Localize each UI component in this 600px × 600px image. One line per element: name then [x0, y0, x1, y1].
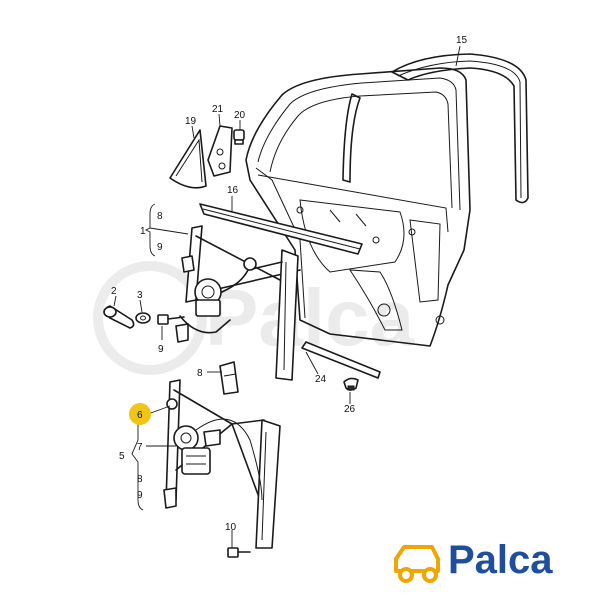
- clip-26: [343, 377, 359, 391]
- callout-9-lower: 9: [137, 490, 143, 501]
- callout-20: 20: [234, 110, 246, 121]
- callout-2: 2: [111, 286, 117, 297]
- mirror-panel-19: [169, 129, 207, 189]
- window-regulator-1: [175, 225, 301, 381]
- clip-8-middle: [219, 361, 239, 395]
- callout-19: 19: [185, 116, 197, 127]
- crank-handle-2: [103, 305, 135, 329]
- callout-10: 10: [225, 522, 237, 533]
- door-shell: [245, 67, 471, 347]
- callout-7: 7: [137, 442, 143, 453]
- bolt-10: [227, 547, 251, 558]
- window-strip-16: [199, 203, 363, 255]
- callout-9-upper: 9: [157, 242, 163, 253]
- callout-16: 16: [227, 185, 239, 196]
- callout-26: 26: [344, 404, 356, 415]
- callout-15: 15: [456, 35, 468, 46]
- brand-name: Palca: [448, 538, 553, 582]
- callout-21: 21: [212, 104, 224, 115]
- callout-highlight: [129, 403, 151, 425]
- callout-8-middle: 8: [197, 368, 203, 379]
- callout-numbers: 15 16 19 21 20 8 1 9 2 3 9 8 24 26 6 7 5…: [111, 35, 468, 533]
- callout-8-lower: 8: [137, 474, 143, 485]
- callout-8-upper: 8: [157, 211, 163, 222]
- callout-1: 1: [140, 226, 146, 237]
- mirror-bracket-21: [207, 125, 233, 177]
- callout-9-middle: 9: [158, 344, 164, 355]
- palca-logo: Palca: [394, 538, 553, 583]
- leader-lines: [113, 45, 461, 548]
- window-regulator-5: [163, 379, 281, 549]
- callout-5: 5: [119, 451, 125, 462]
- callout-6: 6: [137, 410, 143, 421]
- car-logo-icon: [394, 545, 440, 583]
- callout-24: 24: [315, 374, 327, 385]
- door-seal-15: [342, 53, 529, 204]
- bolt-9-upper: [157, 314, 185, 325]
- outer-strip-24: [301, 341, 381, 379]
- nut-20: [233, 129, 245, 145]
- callout-3: 3: [137, 290, 143, 301]
- washer-3: [135, 312, 151, 324]
